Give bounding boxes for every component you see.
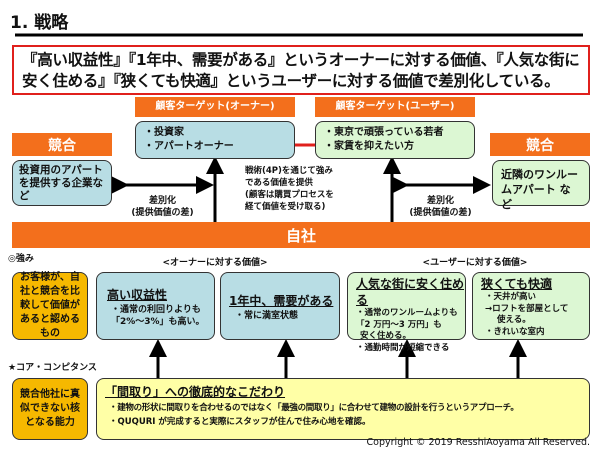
strength-card: 高い収益性 ・通常の利回りよりも 「2%～3%」も高い。: [96, 272, 215, 340]
core-heading: ★コア・コンピタンス: [8, 363, 97, 373]
company-bar: 自社: [12, 222, 590, 248]
core-item: ・建物の形状に間取りを合わせるのではなく「最強の間取り」に合わせて建物の設計を行…: [109, 403, 519, 413]
owner-group-label: <オーナーに対する価値>: [162, 258, 268, 268]
card-item: ・通勤時間が短縮できる: [356, 342, 450, 353]
list-item: ・東京で頑張っている若者: [324, 127, 444, 138]
card-title: 人気な街に安く住める: [356, 277, 465, 307]
competitor-left-label: 競合: [12, 133, 112, 156]
competitor-left-box: 投資用のアパートを提供する企業など: [12, 160, 112, 206]
strengths-heading: ◎強み: [8, 254, 34, 264]
card-item: ・通常の利回りよりも: [111, 305, 201, 315]
summary-line: 安く住める』『狭くても快適』というユーザーに対する価値で差別化している。: [22, 72, 560, 90]
owner-target-box: ・投資家 ・アパートオーナー: [135, 121, 295, 159]
owner-target-label: 顧客ターゲット(オーナー): [135, 97, 295, 117]
diff-left-label: 差別化 (提供価値の差): [120, 195, 205, 219]
diff-text: (提供価値の差): [409, 208, 472, 218]
list-item: ・家賃を抑えたい方: [324, 141, 414, 152]
summary-box: 『高い収益性』『1年中、需要がある』というオーナーに対する価値、『人気な街に 安…: [12, 45, 590, 95]
card-item: ・通常のワンルームよりも: [356, 308, 458, 318]
card-item: 「2%～3%」も高い。: [111, 317, 205, 327]
card-item: 使える。: [497, 315, 531, 325]
card-item: ・天井が高い: [485, 292, 537, 302]
diff-text: 差別化: [148, 196, 176, 206]
strength-card: 狭くても快適 ・天井が高い →ロフトを部屋として 使える。 ・きれいな室内: [472, 272, 590, 340]
strength-card: 1年中、需要がある ・常に満室状態: [220, 272, 340, 340]
note-line: である価値を提供: [245, 178, 313, 188]
card-item: 「2 万円～3 万円」も: [356, 319, 442, 330]
core-definition: 競合他社に真似できない核となる能力: [12, 378, 88, 440]
core-item: ・QUQURI が完成すると実際にスタッフが住んで住み心地を確認。: [109, 417, 371, 427]
card-item: ・常に満室状態: [235, 311, 299, 321]
card-title: 1年中、需要がある: [229, 294, 334, 308]
card-item: ・きれいな室内: [485, 326, 545, 337]
copyright: Copyright © 2019 ResshiAoyama All Reserv…: [366, 437, 590, 448]
strength-card: 人気な街に安く住める ・通常のワンルームよりも 「2 万円～3 万円」も 安く住…: [347, 272, 466, 353]
note-line: 戦術(4P)を通じて強み: [245, 166, 333, 176]
diff-text: (提供価値の差): [131, 208, 194, 218]
card-item: →ロフトを部屋として: [485, 303, 569, 314]
list-item: ・アパートオーナー: [144, 141, 234, 152]
competitor-right-label: 競合: [490, 133, 590, 156]
diff-right-label: 差別化 (提供価値の差): [398, 195, 483, 219]
strengths-definition: お客様が、自社と競合を比較して価値があると認めるもの: [12, 272, 88, 340]
core-box: 「間取り」への徹底的なこだわり ・建物の形状に間取りを合わせるのではなく「最強の…: [96, 378, 590, 440]
card-title: 狭くても快適: [481, 277, 553, 291]
tactics-note: 戦術(4P)を通じて強み である価値を提供 (顧客は購買プロセスを 経て価値を受…: [245, 165, 355, 213]
user-target-box: ・東京で頑張っている若者 ・家賃を抑えたい方: [315, 121, 475, 159]
card-title: 高い収益性: [107, 288, 168, 302]
user-group-label: <ユーザーに対する価値>: [422, 258, 528, 268]
core-title: 「間取り」への徹底的なこだわり: [105, 385, 286, 399]
card-item: 安く住める。: [360, 331, 412, 341]
diff-text: 差別化: [426, 196, 454, 206]
summary-line: 『高い収益性』『1年中、需要がある』というオーナーに対する価値、『人気な街に: [22, 51, 580, 69]
competitor-right-box: 近隣のワンルームアパート など: [492, 160, 590, 211]
note-line: (顧客は購買プロセスを: [245, 190, 334, 200]
note-line: 経て価値を受け取る): [245, 202, 326, 212]
list-item: ・投資家: [144, 127, 184, 138]
user-target-label: 顧客ターゲット(ユーザー): [315, 97, 475, 117]
page-title: 1. 戦略: [10, 13, 69, 33]
